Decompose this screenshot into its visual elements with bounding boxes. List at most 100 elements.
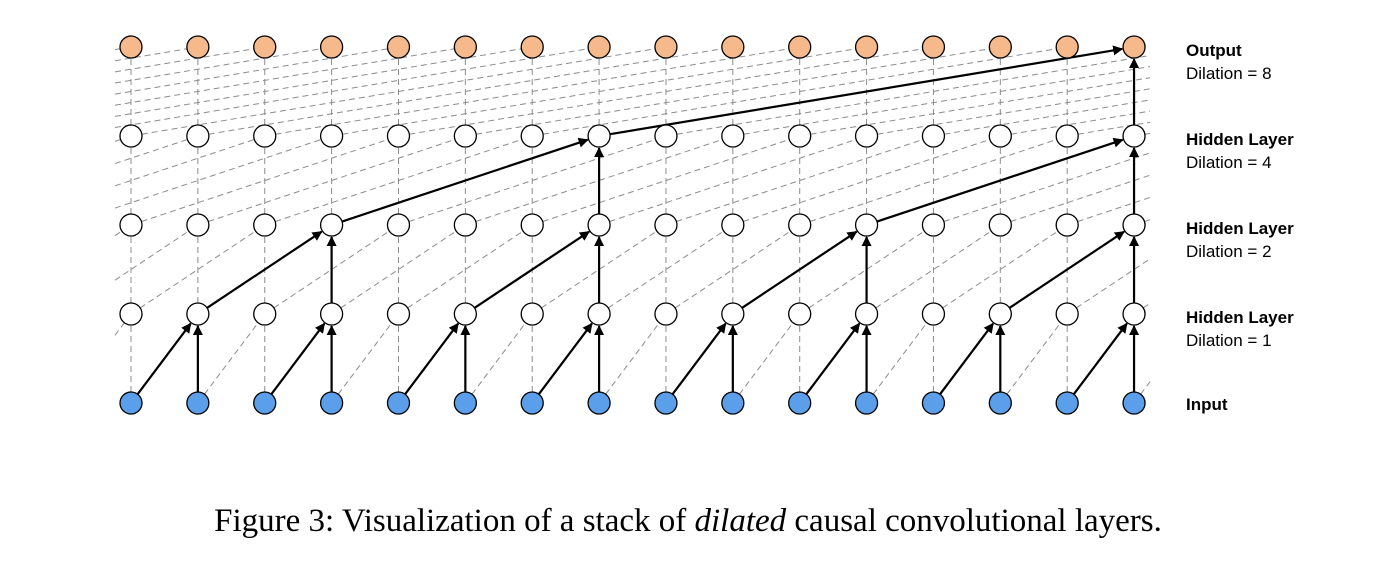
- background-edge: [1144, 219, 1151, 223]
- background-edge: [1140, 381, 1151, 395]
- hidden3-node: [520, 124, 544, 148]
- hidden3-node: [788, 124, 812, 148]
- background-edge: [1144, 132, 1151, 135]
- hidden2-node: [788, 213, 812, 237]
- input-node: [854, 391, 879, 415]
- hidden2-label-title: Hidden Layer: [1186, 219, 1294, 238]
- hidden2-node: [587, 213, 611, 237]
- receptive-field-arrow: [537, 322, 593, 395]
- background-edge: [609, 138, 857, 223]
- receptive-field-arrow: [270, 322, 326, 395]
- output-node: [319, 35, 344, 59]
- background-edge: [542, 48, 1057, 135]
- background-edge: [475, 138, 723, 223]
- background-edge: [114, 48, 589, 129]
- background-edge: [337, 322, 393, 395]
- hidden1-label-dilation: Dilation = 1: [1186, 331, 1272, 350]
- background-edge: [1076, 258, 1151, 309]
- receptive-field-connections: [136, 45, 1140, 395]
- output-label-title: Output: [1186, 41, 1242, 60]
- receptive-field-arrow: [939, 322, 994, 395]
- background-edge: [809, 138, 1057, 223]
- hidden3-label-title: Hidden Layer: [1186, 130, 1294, 149]
- background-edge: [409, 48, 923, 135]
- background-edge: [739, 322, 794, 395]
- nodes: [119, 35, 1146, 415]
- receptive-field-arrow: [473, 230, 590, 309]
- hidden3-label-dilation: Dilation = 4: [1186, 153, 1272, 172]
- receptive-field-arrow: [404, 322, 460, 395]
- hidden3-node: [1055, 124, 1079, 148]
- background-edge: [114, 48, 388, 95]
- background-edge: [139, 230, 256, 309]
- output-node: [1055, 35, 1079, 59]
- background-edge: [114, 138, 121, 142]
- hidden1-node: [386, 302, 411, 326]
- hidden3-node: [1122, 124, 1146, 148]
- receptive-field-arrow: [671, 322, 727, 395]
- hidden3-node: [319, 124, 344, 148]
- background-edge: [676, 54, 1151, 135]
- input-node: [253, 391, 277, 415]
- input-node: [1122, 391, 1146, 415]
- background-edge: [605, 322, 660, 395]
- input-node: [453, 391, 478, 415]
- hidden3-node: [587, 124, 611, 148]
- output-node: [587, 35, 611, 59]
- background-edge: [275, 138, 522, 223]
- hidden1-node: [1055, 302, 1079, 326]
- background-edge: [943, 152, 1151, 223]
- background-edge: [114, 48, 188, 62]
- hidden2-node: [386, 213, 411, 237]
- input-node: [721, 391, 745, 415]
- hidden1-node: [854, 302, 879, 326]
- receptive-field-arrow: [341, 137, 589, 223]
- hidden1-node: [587, 302, 611, 326]
- background-edge: [1077, 196, 1151, 223]
- output-node: [1122, 35, 1146, 59]
- background-edge: [342, 48, 856, 135]
- output-node: [721, 35, 745, 59]
- background-edge: [944, 99, 1151, 135]
- background-edge: [872, 322, 928, 395]
- background-edge: [114, 138, 322, 209]
- background-edge: [1142, 302, 1151, 309]
- hidden2-node: [253, 213, 277, 237]
- hidden2-node: [1122, 213, 1146, 237]
- hidden1-node: [788, 302, 812, 326]
- background-edge: [340, 230, 457, 309]
- background-edge: [942, 230, 1059, 309]
- receptive-field-arrow: [609, 45, 1124, 136]
- background-edge: [114, 48, 121, 51]
- hidden3-node: [721, 124, 745, 148]
- hidden2-node: [520, 213, 544, 237]
- hidden1-node: [1122, 302, 1146, 326]
- hidden2-node: [654, 213, 678, 237]
- background-edge: [114, 48, 522, 117]
- background-edge: [674, 230, 791, 309]
- background-edge: [808, 230, 925, 309]
- background-edge: [541, 230, 658, 309]
- receptive-field-arrow: [1072, 322, 1128, 395]
- background-edge: [408, 138, 656, 223]
- input-node: [1055, 391, 1079, 415]
- hidden2-node: [119, 213, 143, 237]
- output-label-dilation: Dilation = 8: [1186, 64, 1272, 83]
- background-edge: [877, 88, 1151, 135]
- background-edge: [141, 138, 389, 223]
- input-node: [386, 391, 411, 415]
- hidden1-node: [119, 302, 143, 326]
- output-node: [386, 35, 411, 59]
- input-label-title: Input: [1186, 395, 1228, 414]
- output-node: [119, 35, 143, 59]
- receptive-field-arrow: [876, 137, 1124, 223]
- hidden1-node: [654, 302, 678, 326]
- background-edge: [204, 322, 259, 395]
- background-edge: [114, 322, 125, 336]
- receptive-field-arrow: [1008, 230, 1125, 309]
- background-edge: [542, 138, 790, 223]
- background-edge: [471, 322, 527, 395]
- hidden2-node: [186, 213, 210, 237]
- output-node: [654, 35, 678, 59]
